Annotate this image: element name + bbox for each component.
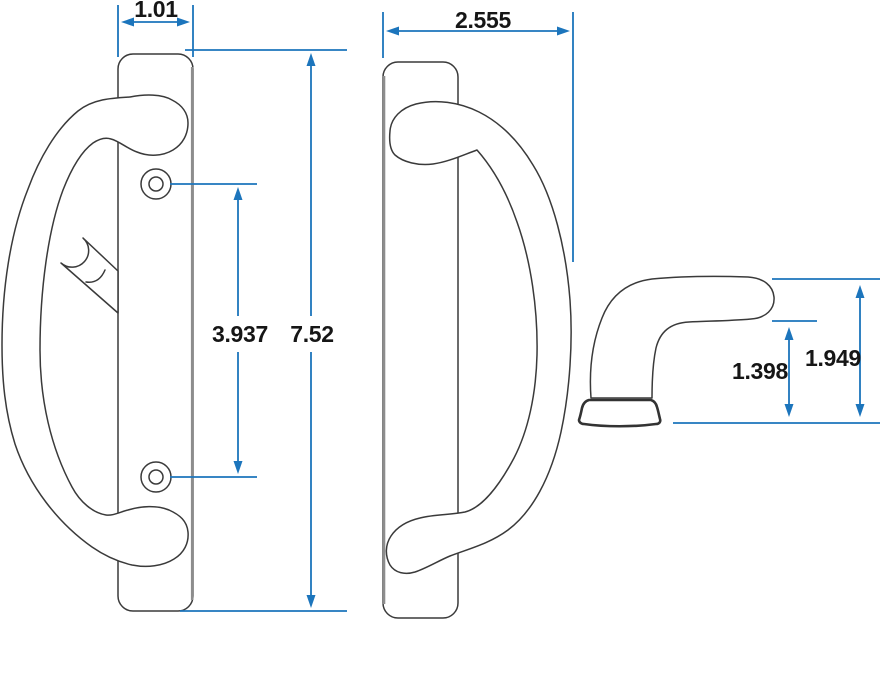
grip-profile-view <box>577 275 775 428</box>
arrowhead-right <box>177 17 190 27</box>
dimension-handle-projection: 2.555 <box>382 7 574 262</box>
dimension-label: 1.949 <box>805 345 861 371</box>
arrowhead-down <box>306 595 316 608</box>
thumb-latch-lever <box>60 237 119 314</box>
dimension-label: 1.01 <box>134 0 178 22</box>
arrowhead-left <box>121 17 134 27</box>
dimension-label: 3.937 <box>212 321 268 347</box>
dimension-plate-height: 7.52 <box>180 49 347 612</box>
arrowhead-down <box>233 461 243 474</box>
arrowhead-up <box>855 285 865 298</box>
dimension-plate-width: 1.01 <box>117 0 194 57</box>
dimension-grip-heights: 1.398 1.949 <box>673 278 880 424</box>
arrowhead-down <box>784 404 794 417</box>
handle-side-outline <box>1 94 189 568</box>
arrowhead-down <box>855 404 865 417</box>
grip-arm-outline <box>589 275 775 399</box>
handle-front-outline <box>385 100 572 575</box>
dimension-label: 7.52 <box>290 321 334 347</box>
grip-base-outline <box>577 398 662 428</box>
screw-hole-bottom-inner <box>148 469 164 485</box>
side-view <box>1 53 194 612</box>
arrowhead-up <box>306 53 316 66</box>
dimension-screw-spacing: 3.937 <box>170 183 268 478</box>
dimension-label: 2.555 <box>455 7 512 33</box>
thumb-latch-cap-arc <box>85 269 106 283</box>
screw-hole-top-inner <box>148 176 164 192</box>
arrowhead-right <box>557 26 570 36</box>
front-view <box>382 61 572 619</box>
arrowhead-left <box>386 26 399 36</box>
dimension-label: 1.398 <box>732 358 789 384</box>
arrowhead-up <box>233 187 243 200</box>
arrowhead-up <box>784 327 794 340</box>
